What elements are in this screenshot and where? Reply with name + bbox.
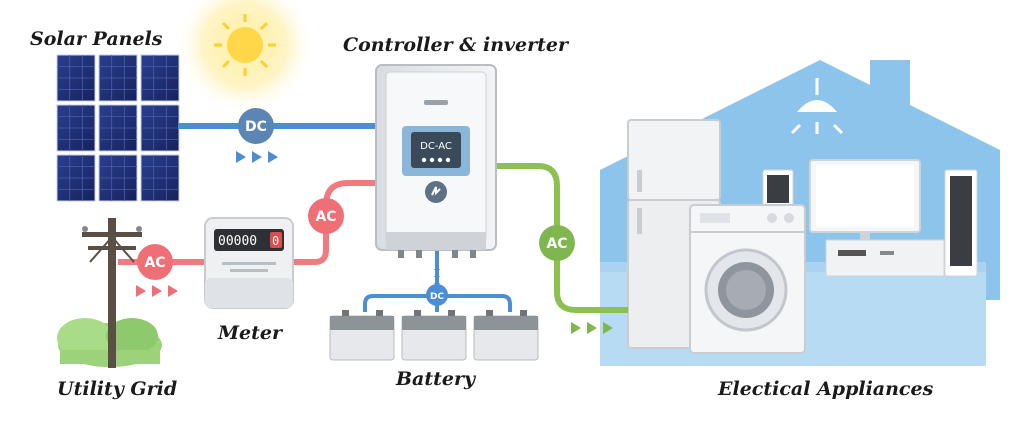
solar-panels-label: Solar Panels	[30, 28, 163, 50]
svg-text:DC: DC	[430, 292, 444, 302]
meter-label: Meter	[218, 322, 282, 344]
battery-icon	[329, 310, 539, 361]
controller-label: Controller & inverter	[343, 34, 569, 56]
sun-icon	[175, 0, 315, 115]
ac-appliances-badge: AC	[539, 225, 575, 261]
meter-icon	[204, 217, 294, 309]
ac-controller-badge: AC	[308, 198, 344, 234]
meter-digits: 00000	[218, 234, 257, 249]
dc-flow-arrows	[236, 151, 278, 163]
svg-text:DC: DC	[245, 119, 267, 135]
appliances-label: Electical Appliances	[718, 378, 934, 400]
speaker-icon	[762, 169, 978, 277]
ac-out-flow-arrows	[571, 322, 613, 334]
svg-text:AC: AC	[546, 236, 567, 252]
ac-grid-flow-arrows	[136, 285, 178, 297]
ceiling-lamp-icon	[790, 78, 844, 135]
inverter-icon	[375, 64, 497, 284]
svg-text:AC: AC	[315, 209, 336, 225]
solar-panel-icon	[56, 54, 180, 202]
svg-text:AC: AC	[144, 255, 165, 271]
washing-machine-icon	[689, 204, 806, 354]
battery-label: Battery	[396, 368, 476, 390]
utility-pole-icon	[82, 218, 142, 368]
dc-battery-badge: DC	[426, 284, 448, 306]
ac-meter-badge: AC	[137, 244, 173, 280]
inverter-screen-dots	[421, 157, 451, 163]
tv-icon	[809, 159, 945, 277]
inverter-screen-text: DC-AC	[420, 141, 452, 152]
utility-grid-label: Utility Grid	[57, 378, 178, 400]
meter-last-digit: 0	[272, 234, 279, 248]
dc-panels-badge: DC	[238, 108, 274, 144]
